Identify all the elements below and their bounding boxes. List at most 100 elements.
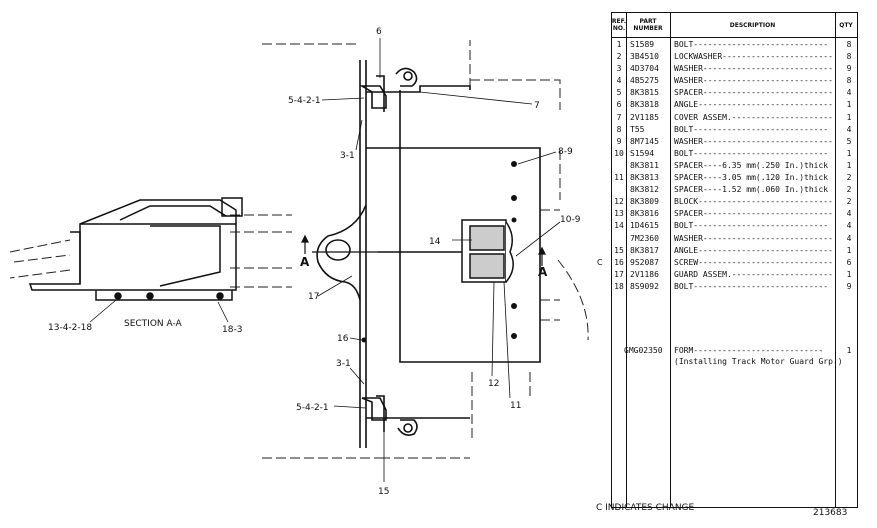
form-part-number: GMG02350 xyxy=(624,346,663,355)
qty-cell: 8 xyxy=(846,52,852,62)
ref-no-cell: 14 xyxy=(614,221,624,231)
part-number-cell: 4B5275 xyxy=(630,76,659,86)
callout-3-1-bottom: 3-1 xyxy=(336,359,351,369)
table-row: 2 3B4510 LOCKWASHER-----------------------… xyxy=(612,51,857,63)
form-description-note: (Installing Track Motor Guard Grp.) xyxy=(674,357,843,366)
qty-cell: 1 xyxy=(846,100,852,110)
description-cell: GUARD ASSEM.--------------------- xyxy=(674,269,833,279)
ref-no-cell: 18 xyxy=(614,281,624,291)
description-cell: WASHER--------------------------- xyxy=(674,136,833,146)
description-cell: LOCKWASHER------------------------ xyxy=(674,52,834,62)
part-number-cell: 4D3704 xyxy=(630,64,659,74)
table-row: 14 1D4615 BOLT----------------------------… xyxy=(612,220,857,232)
callout-5-4-2-1-bottom: 5-4-2-1 xyxy=(296,403,329,413)
part-number-cell: 8K3811 xyxy=(630,160,659,170)
qty-cell: 4 xyxy=(846,221,852,231)
callout-11: 11 xyxy=(510,401,521,411)
ref-no-cell: 1 xyxy=(616,40,622,49)
column-divider xyxy=(670,13,671,507)
part-number-cell: S1594 xyxy=(630,148,655,158)
ref-no-cell: 17 xyxy=(614,269,624,279)
qty-cell: 1 xyxy=(846,269,852,279)
table-row: 7M2360 WASHER--------------------------- 4 xyxy=(612,233,857,245)
form-qty: 1 xyxy=(846,346,852,355)
description-cell: SPACER----1.52 mm(.060 In.)thick xyxy=(674,185,829,195)
description-cell: SPACER----3.05 mm(.120 In.)thick xyxy=(674,173,829,183)
section-marker-a-right: A xyxy=(538,265,548,279)
table-row: 8K3812 SPACER----1.52 mm(.060 In.)thick 2 xyxy=(612,184,857,196)
callout-12: 12 xyxy=(488,379,499,389)
description-cell: SPACER--------------------------- xyxy=(674,88,833,98)
qty-cell: 4 xyxy=(846,233,852,243)
part-number-cell: 8M7145 xyxy=(630,136,659,146)
description-cell: WASHER--------------------------- xyxy=(674,233,833,243)
callout-17: 17 xyxy=(308,292,319,302)
guard-assembly xyxy=(312,60,541,448)
description-cell: BOLT---------------------------- xyxy=(674,281,829,291)
ref-no-cell: 9 xyxy=(616,136,622,146)
part-number-cell: 8K3812 xyxy=(630,185,659,195)
qty-cell: 9 xyxy=(846,281,852,291)
qty-cell: 4 xyxy=(846,124,852,134)
callout-7: 7 xyxy=(534,101,540,111)
callout-8-9: 8-9 xyxy=(558,147,573,157)
description-cell: BOLT---------------------------- xyxy=(674,221,829,231)
callout-5-4-2-1-top: 5-4-2-1 xyxy=(288,96,321,106)
phantom-lines xyxy=(9,40,589,459)
description-cell: BOLT---------------------------- xyxy=(674,148,829,158)
callout-15: 15 xyxy=(378,487,389,497)
table-row: 16 9S2087 SCREW---------------------------… xyxy=(612,257,857,269)
leader-lines xyxy=(89,38,561,482)
part-number-cell: 2V1185 xyxy=(630,112,659,122)
column-divider xyxy=(835,13,836,507)
callout-18-3: 18-3 xyxy=(222,325,242,335)
qty-cell: 1 xyxy=(846,245,852,255)
description-cell: SCREW---------------------------- xyxy=(674,257,833,267)
header-qty: QTY xyxy=(839,21,853,29)
qty-cell: 2 xyxy=(846,185,852,195)
qty-cell: 1 xyxy=(846,160,852,170)
column-divider xyxy=(626,13,627,507)
ref-no-cell: 7 xyxy=(616,112,622,122)
callout-16: 16 xyxy=(337,334,349,344)
qty-cell: 8 xyxy=(846,40,852,49)
part-number-cell: 3B4510 xyxy=(630,52,659,62)
qty-cell: 2 xyxy=(846,173,852,183)
ref-no-cell: 5 xyxy=(616,88,622,98)
ref-no-cell: 13 xyxy=(614,209,624,219)
qty-cell: 1 xyxy=(846,148,852,158)
description-cell: WASHER--------------------------- xyxy=(674,64,833,74)
part-number-cell: 1D4615 xyxy=(630,221,659,231)
section-a-a-view xyxy=(28,197,243,301)
part-number-cell: 8K3816 xyxy=(630,209,659,219)
ref-no-cell: 16 xyxy=(614,257,624,267)
ref-no-cell: 12 xyxy=(614,197,624,207)
part-number-cell: 8K3815 xyxy=(630,88,659,98)
callout-6: 6 xyxy=(376,27,382,37)
part-number-cell: 8K3817 xyxy=(630,245,659,255)
drawing-number: 213683 xyxy=(813,508,848,518)
qty-cell: 8 xyxy=(846,76,852,86)
qty-cell: 6 xyxy=(846,257,852,267)
ref-no-cell: 8 xyxy=(616,124,622,134)
ref-no-cell: 4 xyxy=(616,76,622,86)
plate-bolts xyxy=(361,161,517,343)
callout-3-1-top: 3-1 xyxy=(340,151,355,161)
description-cell: ANGLE---------------------------- xyxy=(674,245,833,255)
part-number-cell: 7M2360 xyxy=(630,233,659,243)
description-cell: COVER ASSEM.--------------------- xyxy=(674,112,833,122)
ref-no-cell: 2 xyxy=(616,52,622,62)
form-description: FORM--------------------------- xyxy=(674,346,824,355)
header-description: DESCRIPTION xyxy=(729,21,776,29)
callout-10-9: 10-9 xyxy=(560,215,581,225)
part-number-cell: 9S2087 xyxy=(630,257,659,267)
